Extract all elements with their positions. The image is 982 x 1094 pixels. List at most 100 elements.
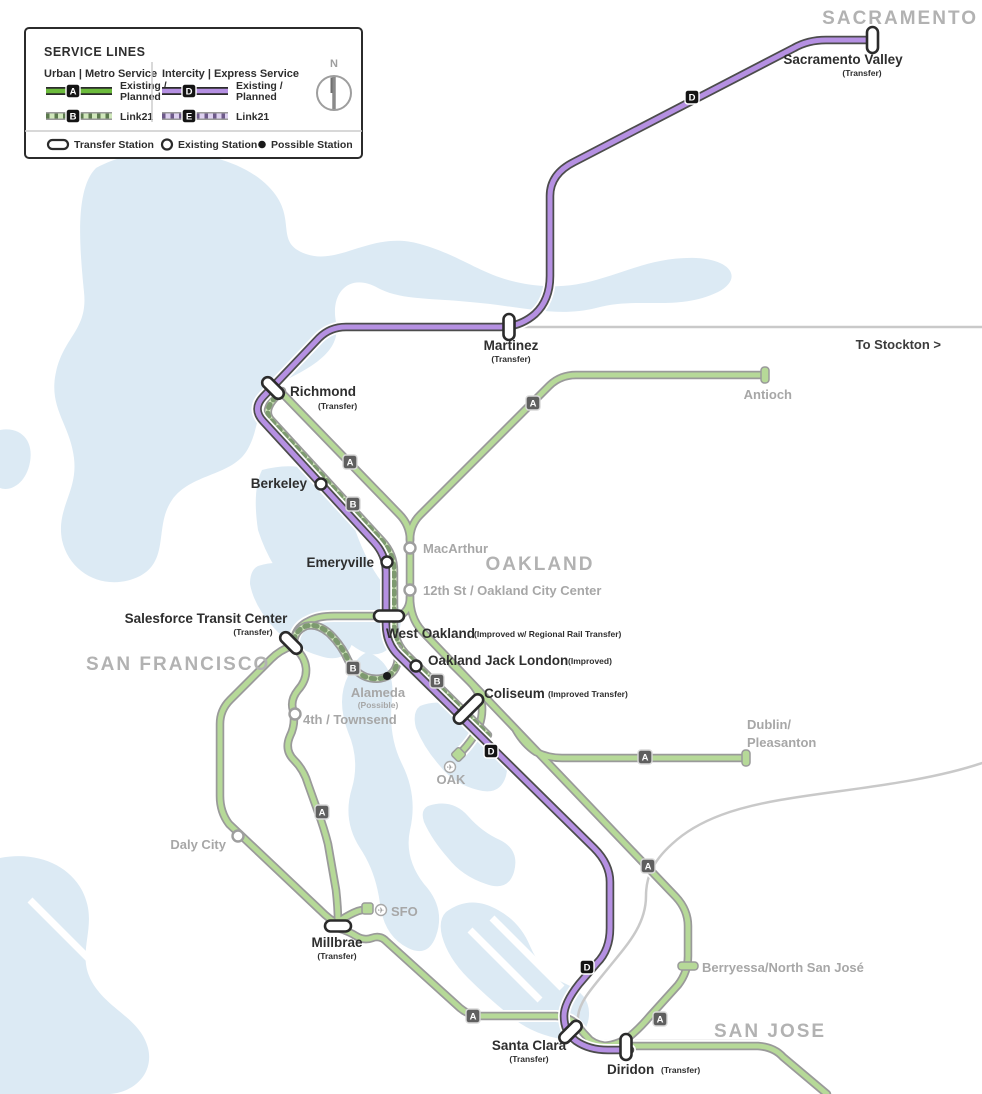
- legend-e-link21: Link21: [236, 111, 269, 123]
- legend-possible-label: Possible Station: [271, 139, 353, 151]
- water-left-arm: [0, 429, 31, 489]
- martinez-note: (Transfer): [491, 354, 530, 364]
- marker-a-peninsula: A: [314, 804, 330, 820]
- jack-london-station: [409, 659, 423, 673]
- berryessa-label: Berryessa/North San José: [702, 960, 864, 975]
- oak-terminal-cap: [451, 747, 466, 762]
- stations: ✈ ✈: [231, 25, 880, 1062]
- berkeley-station: [314, 477, 328, 491]
- svg-text:✈: ✈: [447, 763, 454, 772]
- svg-text:A: A: [645, 861, 652, 872]
- svg-text:B: B: [350, 499, 357, 510]
- coliseum-note: (Improved Transfer): [548, 689, 628, 699]
- salesforce-note: (Transfer): [233, 627, 272, 637]
- water-san-pablo-suisun: [54, 151, 732, 583]
- diridon-transfer-station: [619, 1032, 633, 1062]
- oak-airport-icon: ✈: [443, 760, 457, 774]
- legend-existing-sample: [160, 138, 174, 151]
- jack-london-label: Oakland Jack London: [428, 653, 568, 668]
- salt-pond-stripe: [27, 897, 93, 963]
- line-b-ticks: [265, 388, 491, 738]
- water-bottom-left: [0, 856, 150, 1094]
- oak-label: OAK: [437, 772, 467, 787]
- svg-text:A: A: [319, 807, 326, 818]
- to-stockton-label: To Stockton >: [856, 337, 942, 352]
- salesforce-transfer-station: [278, 630, 304, 656]
- legend-title: SERVICE LINES: [44, 45, 145, 59]
- region-oakland: OAKLAND: [486, 554, 595, 575]
- alameda-label: Alameda: [351, 685, 406, 700]
- millbrae-note: (Transfer): [317, 951, 356, 961]
- line-d-fill: [255, 37, 869, 1053]
- svg-text:E: E: [186, 111, 192, 122]
- macarthur-label: MacArthur: [423, 541, 488, 556]
- dublin-label-2: Pleasanton: [747, 735, 816, 750]
- salt-pond-stripe: [467, 927, 543, 1003]
- terminal-caps: [361, 366, 770, 971]
- region-san-francisco: SAN FRANCISCO: [86, 654, 270, 675]
- alameda-note: (Possible): [358, 700, 399, 710]
- legend-a-existing-2: Planned: [120, 91, 161, 103]
- martinez-label: Martinez: [484, 338, 539, 353]
- marker-a-berryessa: A: [652, 1011, 668, 1027]
- route-markers: A A A A A A A B B B D D D: [314, 89, 700, 1027]
- millbrae-transfer-station: [323, 919, 353, 933]
- west-oakland-label: West Oakland: [386, 626, 475, 641]
- svg-text:D: D: [689, 92, 696, 103]
- macarthur-station: [403, 541, 417, 555]
- marker-a-dublin: A: [637, 749, 653, 765]
- marker-letter: A: [347, 457, 354, 468]
- line-b-link21: [263, 386, 493, 740]
- compass-n-label: N: [330, 58, 338, 70]
- svg-text:A: A: [70, 86, 77, 97]
- sfo-terminal-cap: [361, 902, 374, 915]
- daly-city-station: [231, 829, 245, 843]
- marker-a-antioch: A: [525, 395, 541, 411]
- coliseum-transfer-station: [452, 693, 485, 725]
- daly-city-label: Daly City: [170, 837, 226, 852]
- svg-text:B: B: [350, 663, 357, 674]
- region-san-jose: SAN JOSE: [714, 1021, 826, 1042]
- fourth-townsend-label: 4th / Townsend: [303, 712, 397, 727]
- millbrae-label: Millbrae: [311, 935, 363, 950]
- diridon-label: Diridon: [607, 1062, 654, 1077]
- coliseum-label: Coliseum: [484, 686, 545, 701]
- richmond-transfer-station: [260, 375, 286, 401]
- salesforce-label: Salesforce Transit Center: [125, 611, 289, 626]
- diridon-note: (Transfer): [661, 1065, 700, 1075]
- richmond-label: Richmond: [290, 384, 356, 399]
- berkeley-label: Berkeley: [251, 476, 308, 491]
- antioch-terminal-cap: [760, 366, 770, 384]
- west-oakland-note: (Improved w/ Regional Rail Transfer): [474, 629, 622, 639]
- sfo-label: SFO: [391, 904, 418, 919]
- marker-b-corridor: B: [429, 673, 445, 689]
- dublin-label-1: Dublin/: [747, 717, 791, 732]
- region-sacramento: SACRAMENTO: [822, 8, 978, 29]
- marker-b-berkeley: B: [345, 496, 361, 512]
- svg-text:A: A: [657, 1014, 664, 1025]
- svg-text:D: D: [488, 746, 495, 757]
- sacramento-valley-note: (Transfer): [842, 68, 881, 78]
- svg-text:A: A: [470, 1011, 477, 1022]
- martinez-transfer-station: [502, 312, 516, 342]
- marker-b-alameda: B: [345, 660, 361, 676]
- legend-marker-a: A: [65, 83, 81, 99]
- legend-d-existing-2: Planned: [236, 91, 277, 103]
- richmond-note: (Transfer): [318, 401, 357, 411]
- twelfth-st-station: [403, 583, 417, 597]
- line-a-dublin-branch: [511, 725, 749, 763]
- antioch-label: Antioch: [744, 387, 792, 402]
- legend-d-existing-1: Existing /: [236, 80, 283, 92]
- svg-text:A: A: [642, 752, 649, 763]
- svg-text:D: D: [584, 962, 591, 973]
- legend-existing-label: Existing Station: [178, 139, 257, 151]
- legend-marker-e: E: [181, 108, 197, 124]
- marker-d-coliseum: D: [483, 743, 499, 759]
- region-labels: SACRAMENTO OAKLAND SAN FRANCISCO SAN JOS…: [86, 8, 978, 1042]
- west-oakland-transfer-station: [372, 609, 406, 623]
- station-labels: Sacramento Valley (Transfer) Martinez (T…: [125, 52, 904, 1077]
- svg-text:✈: ✈: [378, 906, 385, 915]
- marker-a-richmond: A: [342, 454, 358, 470]
